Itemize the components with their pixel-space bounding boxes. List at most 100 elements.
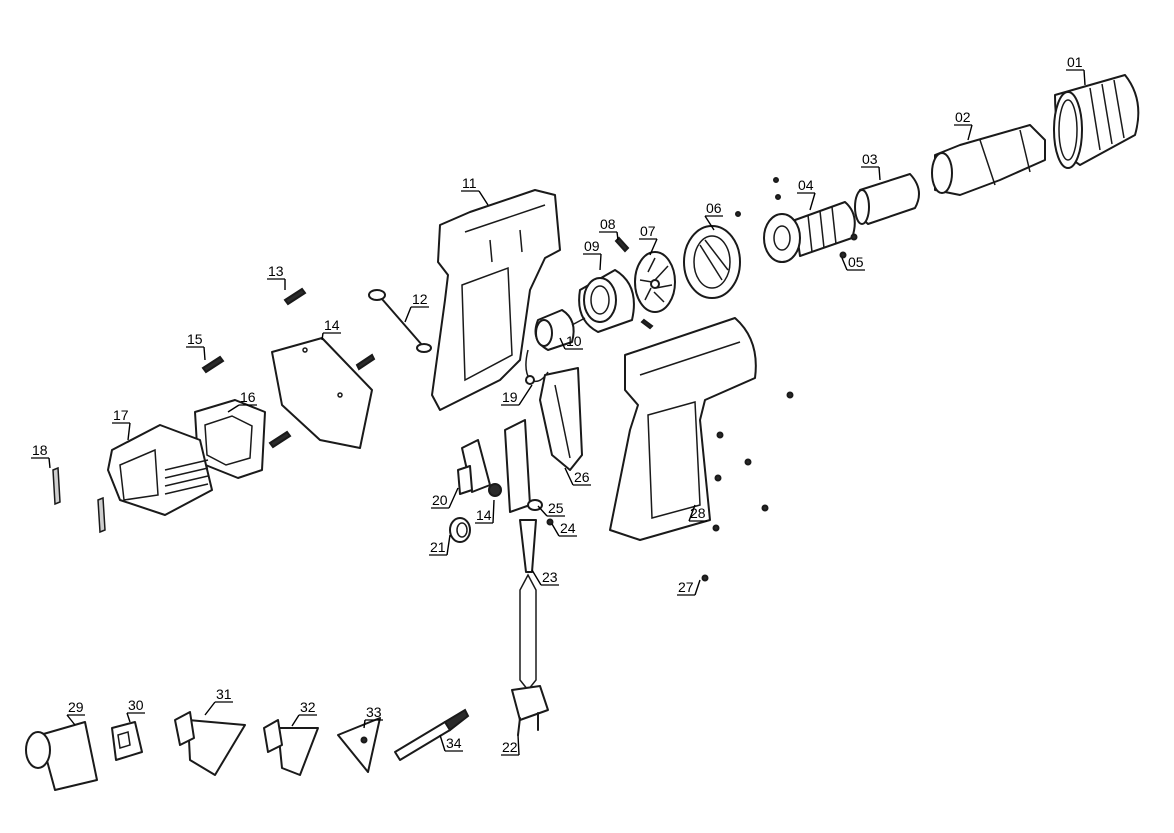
label-text-06: 06 [706,200,722,216]
label-text-03: 03 [862,151,878,167]
part-15-screw [201,355,225,374]
label-text-17: 17 [113,407,129,423]
leader-line-05 [841,257,848,271]
part-02-tube [931,124,1046,196]
leader-line-30 [126,712,131,723]
label-33: 33 [363,704,383,729]
leader-line-02 [967,124,973,141]
part-14-circuit-board [488,419,531,513]
leader-line-23 [531,569,542,586]
label-text-14b: 14 [476,507,492,523]
label-12: 12 [404,291,429,323]
label-25: 25 [537,500,565,517]
part-20-selector [457,439,491,495]
part-06-fan-housing [683,225,741,299]
leader-line-33 [363,719,366,729]
label-text-01: 01 [1067,54,1083,70]
label-19: 19 [501,384,533,406]
leader-line-09 [599,253,602,271]
label-09: 09 [583,238,602,271]
label-text-02: 02 [955,109,971,125]
leader-line-16 [227,404,240,413]
leader-line-14b [492,499,495,524]
label-31: 31 [204,686,233,716]
leader-line-34 [439,734,446,752]
label-28: 28 [688,504,707,522]
leader-line-10 [559,337,566,350]
leader-line-26 [564,467,574,486]
label-text-14a: 14 [324,317,340,333]
part-29-wide-nozzle [25,721,98,791]
label-22: 22 [501,734,520,756]
label-16: 16 [227,389,257,413]
label-text-09: 09 [584,238,600,254]
part-32-glass-nozzle [263,719,319,776]
label-text-34: 34 [446,735,462,751]
label-text-10: 10 [566,333,582,349]
part-31-reflector [174,711,246,776]
leader-line-17 [127,422,131,441]
leader-line-11 [478,190,489,206]
label-07: 07 [639,223,658,256]
label-14a: 14 [321,317,341,341]
label-text-04: 04 [798,177,814,193]
label-text-32: 32 [300,699,316,715]
part-14-plate [268,337,376,449]
part-11-housing-half [431,189,561,411]
label-26: 26 [564,467,591,486]
label-text-27: 27 [678,579,694,595]
label-text-20: 20 [432,492,448,508]
part-26-insert [539,367,583,471]
label-08: 08 [599,216,619,241]
leader-line-18 [48,457,51,469]
label-18: 18 [31,442,51,469]
leader-line-04 [809,192,816,211]
label-text-18: 18 [32,442,48,458]
label-04: 04 [797,177,816,211]
label-01: 01 [1066,54,1086,86]
leader-line-14a [321,332,324,341]
leader-line-21 [446,534,451,556]
label-text-33: 33 [366,704,382,720]
part-22-plug [511,685,549,736]
part-07-fan-impeller [634,251,676,313]
leader-line-32 [291,714,300,727]
part-34-spatula [394,708,470,761]
label-text-24: 24 [560,520,576,536]
label-text-08: 08 [600,216,616,232]
part-05-screw [839,233,858,259]
label-11: 11 [461,175,489,206]
label-13: 13 [267,263,286,290]
label-text-22: 22 [502,739,518,755]
label-03: 03 [861,151,881,181]
label-21: 21 [429,534,451,556]
leader-line-15 [203,346,206,361]
label-text-05: 05 [848,254,864,270]
part-33-scraper [337,717,381,773]
label-29: 29 [66,699,85,726]
label-06: 06 [704,200,723,231]
label-24: 24 [551,520,577,537]
leader-line-19 [518,384,533,406]
label-20: 20 [431,487,459,509]
part-03-sleeve [854,173,920,225]
label-text-15: 15 [187,331,203,347]
label-text-16: 16 [240,389,256,405]
label-02: 02 [954,109,973,141]
label-text-29: 29 [68,699,84,715]
label-text-26: 26 [574,469,590,485]
label-15: 15 [186,331,206,361]
leader-line-31 [204,701,216,716]
leader-line-22 [517,734,520,756]
leader-line-06 [704,215,715,231]
label-34: 34 [439,734,463,752]
part-21-knob [449,517,471,543]
leader-line-29 [66,714,76,726]
label-05: 05 [841,254,865,271]
label-text-25: 25 [548,500,564,516]
label-32: 32 [291,699,317,727]
leader-line-12 [404,306,412,323]
part-16-display [194,399,266,479]
